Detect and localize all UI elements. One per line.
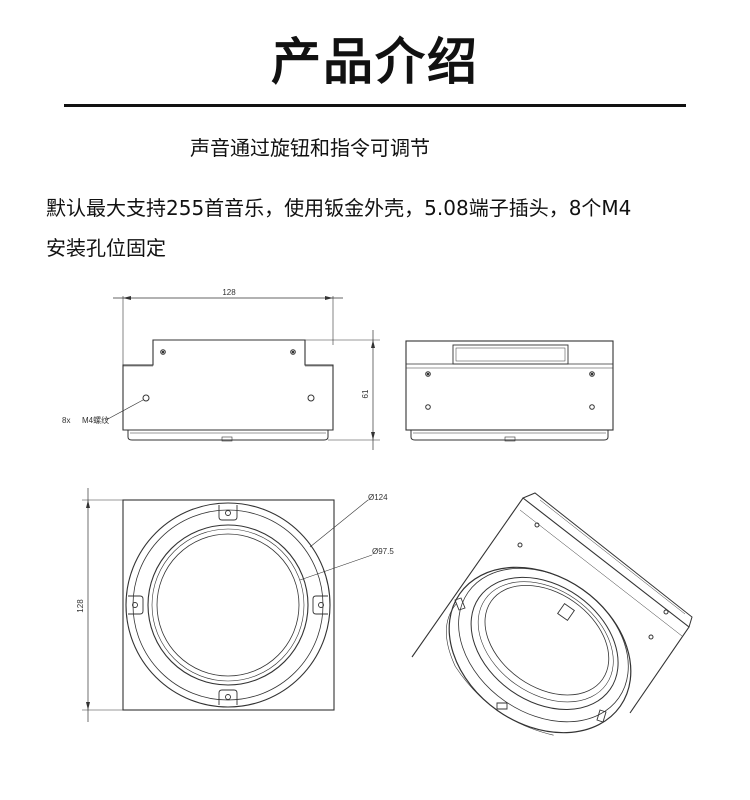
description-line-2: 安装孔位固定 xyxy=(46,236,166,260)
technical-drawing: 128 8x M4螺纹 61 xyxy=(62,288,693,736)
description-line-1: 默认最大支持255首音乐，使用钣金外壳，5.08端子插头，8个M4 xyxy=(46,196,632,220)
side-view xyxy=(405,340,614,442)
title-underline xyxy=(64,104,686,107)
subtitle: 声音通过旋钮和指令可调节 xyxy=(190,136,430,160)
dim-inner-diameter: Ø97.5 xyxy=(372,547,394,556)
product-description: 默认最大支持255首音乐，使用钣金外壳，5.08端子插头，8个M4 安装孔位固定 xyxy=(46,188,746,268)
holes-count-label: 8x xyxy=(62,416,70,425)
dim-front-width: 128 xyxy=(222,288,236,297)
top-view: 128 Ø124 Ø97.5 xyxy=(76,488,394,722)
dim-height: 61 xyxy=(361,389,370,398)
dim-outer-diameter: Ø124 xyxy=(368,493,388,502)
isometric-view xyxy=(411,492,693,736)
dim-top-side: 128 xyxy=(76,599,85,613)
front-view: 128 8x M4螺纹 61 xyxy=(62,288,380,450)
page-title: 产品介绍 xyxy=(271,33,479,91)
holes-thread-label: M4螺纹 xyxy=(82,415,109,425)
